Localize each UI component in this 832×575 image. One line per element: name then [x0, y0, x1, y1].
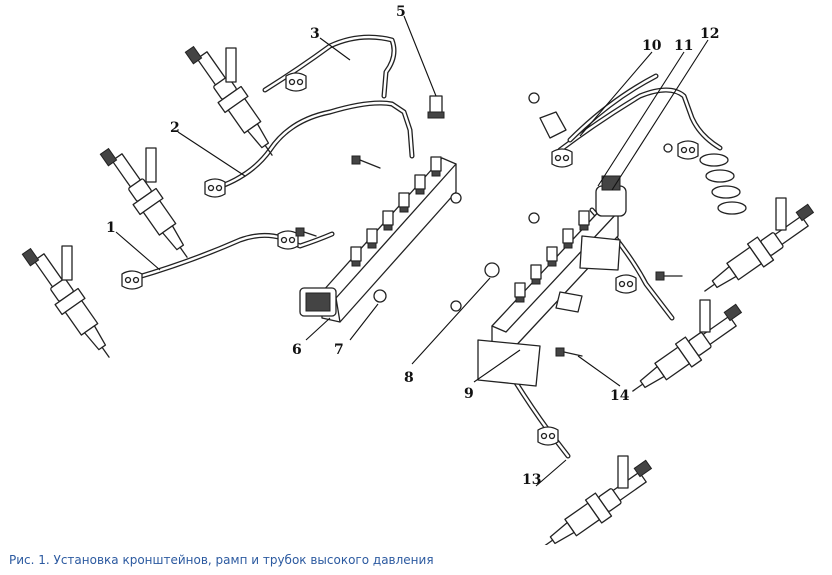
svg-text:12: 12 — [700, 26, 719, 42]
fuel-injector — [624, 302, 752, 404]
svg-text:9: 9 — [464, 386, 474, 402]
figure-caption: Рис. 1. Установка кронштейнов, рамп и тр… — [9, 553, 434, 567]
bolt — [655, 271, 683, 281]
tube-clip — [537, 426, 559, 446]
nut — [663, 143, 673, 153]
svg-text:1: 1 — [106, 220, 116, 236]
bolt — [555, 347, 583, 357]
bracket — [539, 111, 567, 139]
svg-text:3: 3 — [310, 26, 320, 42]
callout-1: 1 — [106, 220, 161, 271]
callout-11: 11 — [597, 38, 693, 187]
tube-clip — [277, 230, 299, 250]
svg-text:13: 13 — [522, 472, 541, 488]
nut — [373, 289, 387, 303]
tube-clip — [121, 270, 143, 290]
callout-2: 2 — [170, 120, 246, 177]
tube-clip — [677, 140, 699, 160]
svg-text:5: 5 — [396, 4, 406, 20]
nut — [528, 212, 540, 224]
callout-7: 7 — [334, 303, 379, 358]
callout-12: 12 — [611, 26, 719, 191]
tube-clip — [615, 274, 637, 294]
svg-text:11: 11 — [674, 38, 693, 54]
svg-text:14: 14 — [610, 388, 630, 404]
callout-3: 3 — [310, 26, 351, 61]
callout-6: 6 — [292, 317, 331, 358]
assembly-diagram: 1 2 3 5 6 7 8 9 10 11 12 13 — [20, 4, 824, 545]
tube-clip — [285, 72, 307, 92]
callout-13: 13 — [522, 459, 567, 488]
left-assembly — [20, 34, 462, 366]
nut — [484, 262, 500, 278]
svg-text:8: 8 — [404, 370, 414, 386]
callout-9: 9 — [464, 349, 521, 402]
washer-stack — [699, 153, 747, 215]
svg-text:2: 2 — [170, 120, 180, 136]
tube-clip — [551, 148, 573, 168]
svg-text:10: 10 — [642, 38, 662, 54]
bracket — [579, 235, 621, 271]
svg-text:7: 7 — [334, 342, 344, 358]
callout-10: 10 — [579, 38, 662, 137]
nut — [528, 92, 540, 104]
fuel-injector — [534, 458, 662, 545]
bolt — [351, 155, 381, 169]
callout-8: 8 — [404, 277, 491, 386]
fuel-injector — [696, 202, 824, 304]
bracket — [477, 339, 541, 387]
tube-clip — [204, 178, 226, 198]
right-assembly — [450, 73, 824, 545]
svg-text:6: 6 — [292, 342, 302, 358]
bracket — [555, 291, 583, 313]
fuel-rail — [299, 95, 457, 323]
callout-14: 14 — [577, 355, 630, 404]
bolt — [295, 227, 317, 237]
callout-5: 5 — [396, 4, 437, 97]
nut — [450, 192, 462, 204]
nut — [450, 300, 462, 312]
